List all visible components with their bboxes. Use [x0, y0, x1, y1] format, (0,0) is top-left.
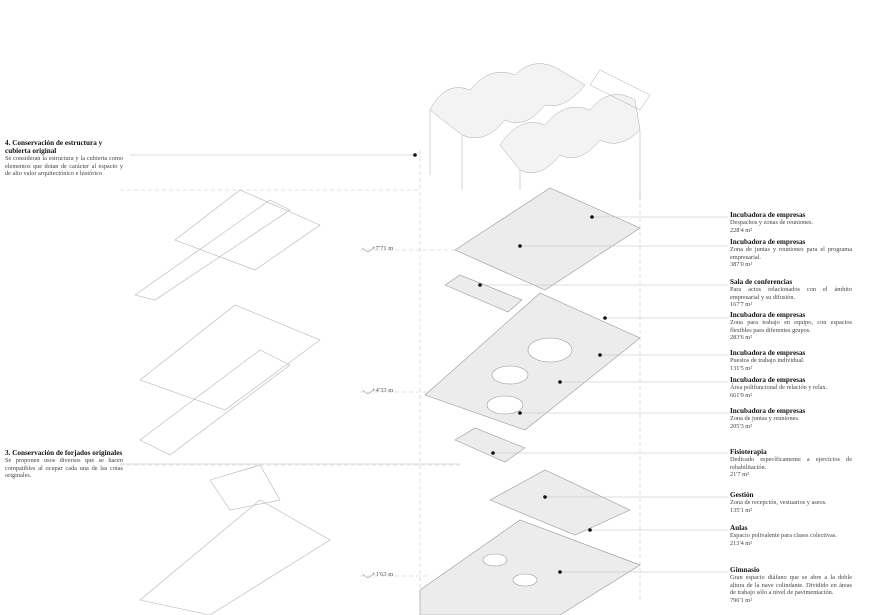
- plate-level-1-b: [419, 519, 641, 615]
- space-title: Incubadora de empresas: [730, 407, 806, 415]
- space-area: 387'0 m²: [730, 261, 753, 269]
- level-markers: [361, 247, 375, 579]
- note-text: Se consideran la estructura y la cubiert…: [5, 155, 123, 178]
- roof-structure: [429, 63, 651, 200]
- space-text: Área polifuncional de relación y relax.: [730, 384, 828, 391]
- space-area: 228'4 m²: [730, 226, 753, 234]
- space-text: Zona de juntas y reuniones.: [730, 415, 800, 422]
- space-title: Gimnasio: [730, 566, 760, 574]
- level-label: +1'63 m: [372, 571, 394, 578]
- space-text: Zona de recepción, vestuarios y aseos.: [730, 499, 827, 506]
- space-text: Puestos de trabajo individual.: [730, 357, 805, 364]
- space-title: Incubadora de empresas: [730, 238, 806, 246]
- space-title: Gestión: [730, 491, 754, 499]
- note-title: 4. Conservación de estructura y cubierta…: [5, 139, 103, 155]
- plate-level-3: [454, 187, 641, 291]
- space-text: Dedicado específicamente a ejercicios de…: [730, 456, 852, 471]
- space-title: Incubadora de empresas: [730, 311, 806, 319]
- plate-level-3-tail: [444, 274, 523, 313]
- plate-level-2: [424, 292, 641, 431]
- space-text: Para actos relacionados con el ámbito em…: [730, 286, 852, 301]
- space-title: Incubadora de empresas: [730, 211, 806, 219]
- space-text: Despachos y zonas de reuniones.: [730, 219, 814, 226]
- space-title: Incubadora de empresas: [730, 349, 806, 357]
- space-area: 283'6 m²: [730, 334, 753, 342]
- level-label: +4'33 m: [372, 387, 394, 394]
- space-area: 167'7 m²: [730, 301, 753, 309]
- space-text: Espacio polivalente para clases colectiv…: [730, 532, 837, 539]
- plate-level-2-annex: [454, 427, 526, 463]
- space-area: 213'4 m²: [730, 539, 753, 547]
- space-area: 135'1 m²: [730, 506, 753, 514]
- space-area: 796'1 m²: [730, 596, 753, 604]
- space-area: 131'5 m²: [730, 364, 753, 372]
- note-slabs: 3. Conservación de forjados originales S…: [5, 449, 123, 480]
- space-title: Incubadora de empresas: [730, 376, 806, 384]
- space-area: 21'7 m²: [730, 471, 749, 479]
- callout-dots: [413, 153, 607, 574]
- space-text: Zona de juntas y reuniones para el progr…: [730, 246, 852, 261]
- level-label: +7'71 m: [372, 245, 394, 252]
- note-text: Se proponen usos diversos que se hacen c…: [5, 457, 123, 480]
- dashed-guides: [120, 150, 641, 600]
- space-title: Sala de conferencias: [730, 278, 793, 286]
- floor-plates: [419, 187, 641, 615]
- space-title: Aulas: [730, 524, 748, 532]
- space-area: 205'3 m²: [730, 422, 753, 430]
- space-text: Zona para trabajo en equipo, con espacio…: [730, 319, 852, 334]
- note-structure: 4. Conservación de estructura y cubierta…: [5, 139, 123, 178]
- structure-outlines: [134, 189, 331, 615]
- space-title: Fisioterapia: [730, 448, 767, 456]
- note-title: 3. Conservación de forjados originales: [5, 449, 123, 457]
- plate-level-1-a: [489, 469, 631, 536]
- space-text: Gran espacio diáfano que se abre a la do…: [730, 574, 852, 597]
- space-area: 661'9 m²: [730, 391, 753, 399]
- leader-lines: [120, 154, 728, 573]
